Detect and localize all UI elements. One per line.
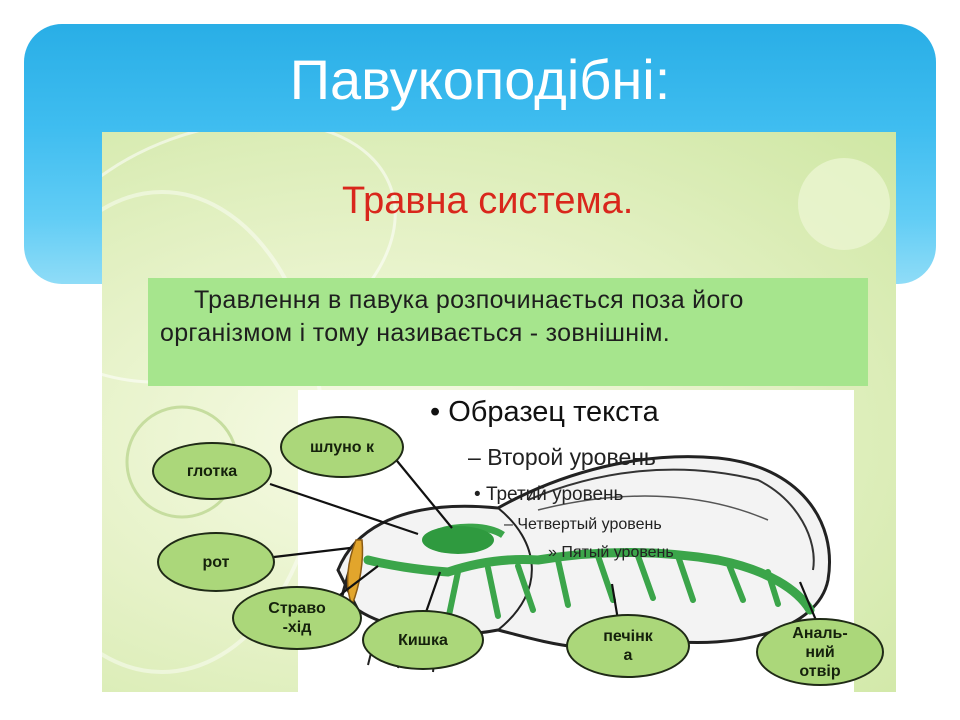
outline-level-5-text: Пятый уровень [561, 544, 674, 561]
page-title: Павукоподібні: [289, 48, 671, 111]
description-text: Травлення в павука розпочинається поза й… [160, 286, 744, 347]
label-throat: глотка [152, 442, 272, 500]
section-subtitle: Травна система. [342, 180, 634, 222]
outline-level-1: • Образец текста [430, 396, 659, 428]
label-mouth: рот [157, 532, 275, 592]
outline-level-4: – Четвертый уровень [504, 516, 662, 533]
label-stomach-text: шлуно к [309, 438, 375, 456]
outline-level-4-text: Четвертый уровень [517, 516, 662, 533]
label-liver-text: печінк а [603, 628, 653, 664]
label-anus: Аналь- ний отвір [756, 618, 884, 686]
outline-level-2-text: Второй уровень [487, 444, 656, 470]
label-anus-text: Аналь- ний отвір [792, 624, 848, 680]
outline-level-5: » Пятый уровень [548, 544, 674, 561]
spider-body-drawing [336, 455, 831, 673]
label-stomach: шлуно к [280, 416, 404, 478]
label-esophagus: Страво -хід [232, 586, 362, 650]
outline-level-2: – Второй уровень [468, 444, 656, 470]
label-esophagus-text: Страво -хід [268, 600, 326, 636]
label-intestine-text: Кишка [398, 631, 448, 649]
description-box: Травлення в павука розпочинається поза й… [148, 278, 868, 386]
label-mouth-text: рот [202, 553, 230, 571]
outline-level-3: • Третий уровень [474, 484, 624, 505]
label-liver: печінк а [566, 614, 690, 678]
label-intestine: Кишка [362, 610, 484, 670]
outline-level-1-text: Образец текста [448, 396, 659, 428]
outline-level-3-text: Третий уровень [485, 484, 624, 505]
label-throat-text: глотка [186, 462, 238, 480]
